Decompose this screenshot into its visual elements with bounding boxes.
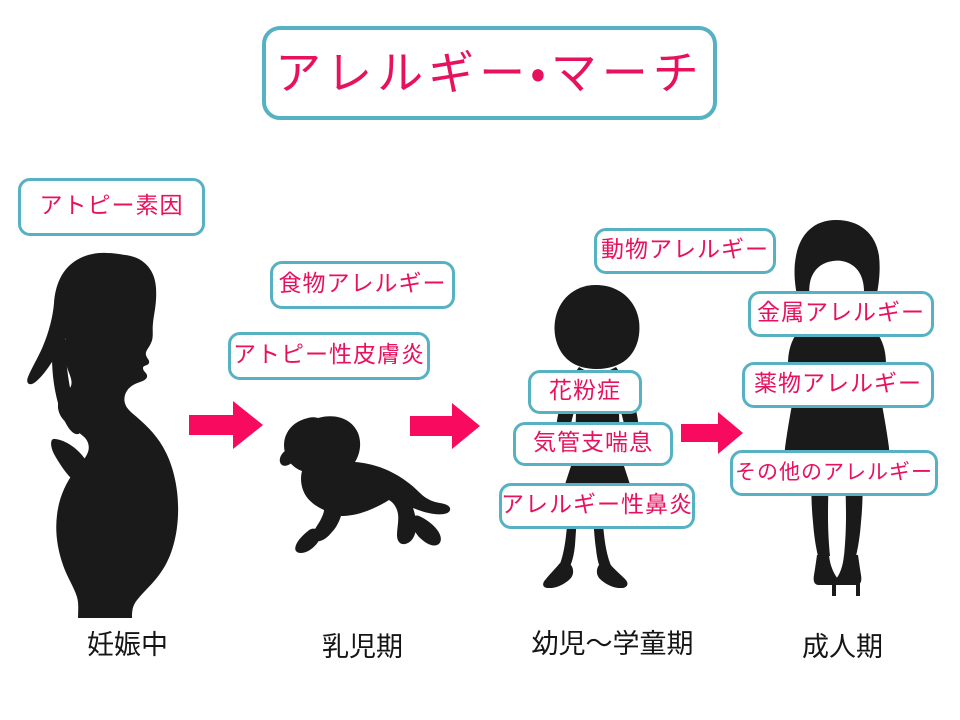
pregnant-woman-silhouette: [22, 243, 192, 618]
label-food-allergy[interactable]: 食物アレルギー: [270, 261, 455, 309]
label-animal-allergy[interactable]: 動物アレルギー: [594, 228, 776, 274]
page-title: アレルギー・マーチ: [275, 46, 704, 100]
arrow-pregnancy-to-infancy: [189, 401, 263, 453]
label-atopic-dermatitis[interactable]: アトピー性皮膚炎: [228, 332, 430, 380]
crawling-baby-silhouette: [276, 413, 451, 553]
arrow-infancy-to-childhood: [410, 403, 480, 453]
label-text: 食物アレルギー: [278, 270, 447, 297]
caption-pregnancy: 妊娠中: [87, 630, 168, 661]
label-allergic-rhinitis[interactable]: アレルギー性鼻炎: [499, 483, 695, 529]
page-title-box: アレルギー・マーチ: [262, 26, 717, 120]
label-text: アトピー性皮膚炎: [233, 341, 425, 368]
label-text: 動物アレルギー: [601, 236, 769, 263]
label-hay-fever[interactable]: 花粉症: [528, 370, 642, 414]
label-drug-allergy[interactable]: 薬物アレルギー: [742, 362, 934, 408]
label-atopic-predisposition[interactable]: アトピー素因: [18, 178, 205, 236]
label-metal-allergy[interactable]: 金属アレルギー: [748, 291, 934, 337]
label-text: 薬物アレルギー: [754, 370, 922, 397]
label-text: その他のアレルギー: [735, 459, 933, 484]
label-bronchial-asthma[interactable]: 気管支喘息: [513, 422, 673, 466]
label-other-allergy[interactable]: その他のアレルギー: [730, 450, 938, 496]
label-text: アトピー素因: [39, 192, 184, 219]
label-text: 金属アレルギー: [757, 299, 925, 326]
caption-adulthood: 成人期: [802, 632, 883, 663]
caption-childhood: 幼児～学童期: [531, 629, 694, 660]
label-text: 花粉症: [549, 377, 621, 404]
label-text: アレルギー性鼻炎: [501, 491, 693, 518]
label-text: 気管支喘息: [533, 429, 653, 456]
child-silhouette: [533, 283, 663, 588]
caption-infancy: 乳児期: [322, 632, 403, 663]
arrow-childhood-to-adulthood: [681, 412, 743, 458]
